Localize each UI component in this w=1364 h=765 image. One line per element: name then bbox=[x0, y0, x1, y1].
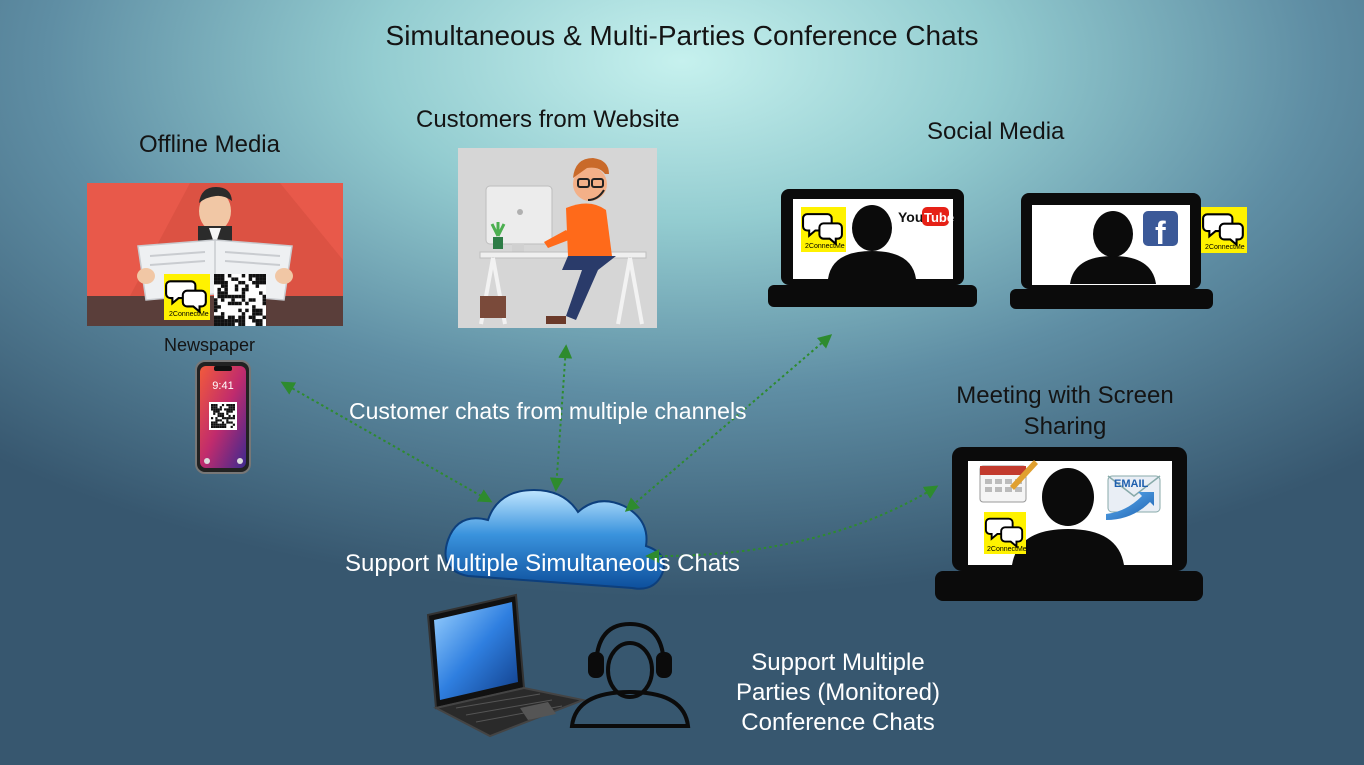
person-silhouette-icon bbox=[1012, 468, 1124, 565]
email-icon: EMAIL bbox=[1106, 475, 1161, 520]
smartphone-icon: 9:41 bbox=[195, 360, 251, 474]
channels-edge-label: Customer chats from multiple channels bbox=[349, 398, 747, 424]
conference-label: Support Multiple Parties (Monitored) Con… bbox=[735, 649, 941, 736]
svg-text:2ConnectMe: 2ConnectMe bbox=[987, 546, 1027, 553]
laptop-icon bbox=[426, 593, 587, 738]
phone-time: 9:41 bbox=[212, 380, 233, 392]
website-label: Customers from Website bbox=[416, 106, 680, 133]
offline-media-label: Offline Media bbox=[139, 131, 280, 158]
newspaper-label: Newspaper bbox=[164, 335, 256, 355]
chat-bubbles-icon: 2ConnectMe bbox=[1201, 207, 1247, 253]
svg-text:Tube: Tube bbox=[924, 210, 954, 225]
connection-arrows bbox=[280, 334, 939, 564]
person-silhouette-icon bbox=[828, 205, 916, 279]
svg-text:EMAIL: EMAIL bbox=[1114, 478, 1149, 490]
chat-bubbles-icon: 2ConnectMe bbox=[984, 512, 1027, 554]
svg-text:f: f bbox=[1155, 215, 1166, 251]
meeting-laptop: EMAIL 2ConnectMe bbox=[935, 447, 1203, 601]
arrow-website-cloud bbox=[549, 344, 573, 492]
qr-code-icon bbox=[214, 274, 266, 326]
headset-agent-icon bbox=[569, 621, 691, 728]
svg-text:2ConnectMe: 2ConnectMe bbox=[805, 243, 845, 250]
facebook-icon: f bbox=[1143, 211, 1178, 251]
website-user-image bbox=[458, 148, 657, 328]
svg-text:You: You bbox=[898, 209, 923, 225]
diagram-title: Simultaneous & Multi-Parties Conference … bbox=[385, 20, 979, 51]
calendar-icon bbox=[979, 460, 1038, 503]
youtube-laptop: 2ConnectMe You Tube bbox=[768, 189, 977, 307]
social-media-label: Social Media bbox=[927, 118, 1065, 145]
svg-text:2ConnectMe: 2ConnectMe bbox=[1205, 244, 1245, 251]
brand-logo-text: 2ConnectMe bbox=[169, 311, 209, 318]
arrow-offline-cloud bbox=[280, 381, 493, 503]
person-silhouette-icon bbox=[1070, 211, 1156, 284]
youtube-icon: You Tube bbox=[898, 207, 954, 226]
chat-bubbles-icon: 2ConnectMe bbox=[801, 207, 846, 252]
cloud-label: Support Multiple Simultaneous Chats bbox=[345, 550, 740, 577]
facebook-laptop: f bbox=[1010, 193, 1213, 309]
meeting-label: Meeting with Screen Sharing bbox=[956, 382, 1174, 440]
chat-bubbles-icon: 2ConnectMe bbox=[164, 274, 210, 320]
arrow-social-cloud bbox=[624, 334, 833, 512]
cloud-icon bbox=[444, 488, 665, 590]
arrow-meeting-cloud bbox=[645, 485, 939, 564]
